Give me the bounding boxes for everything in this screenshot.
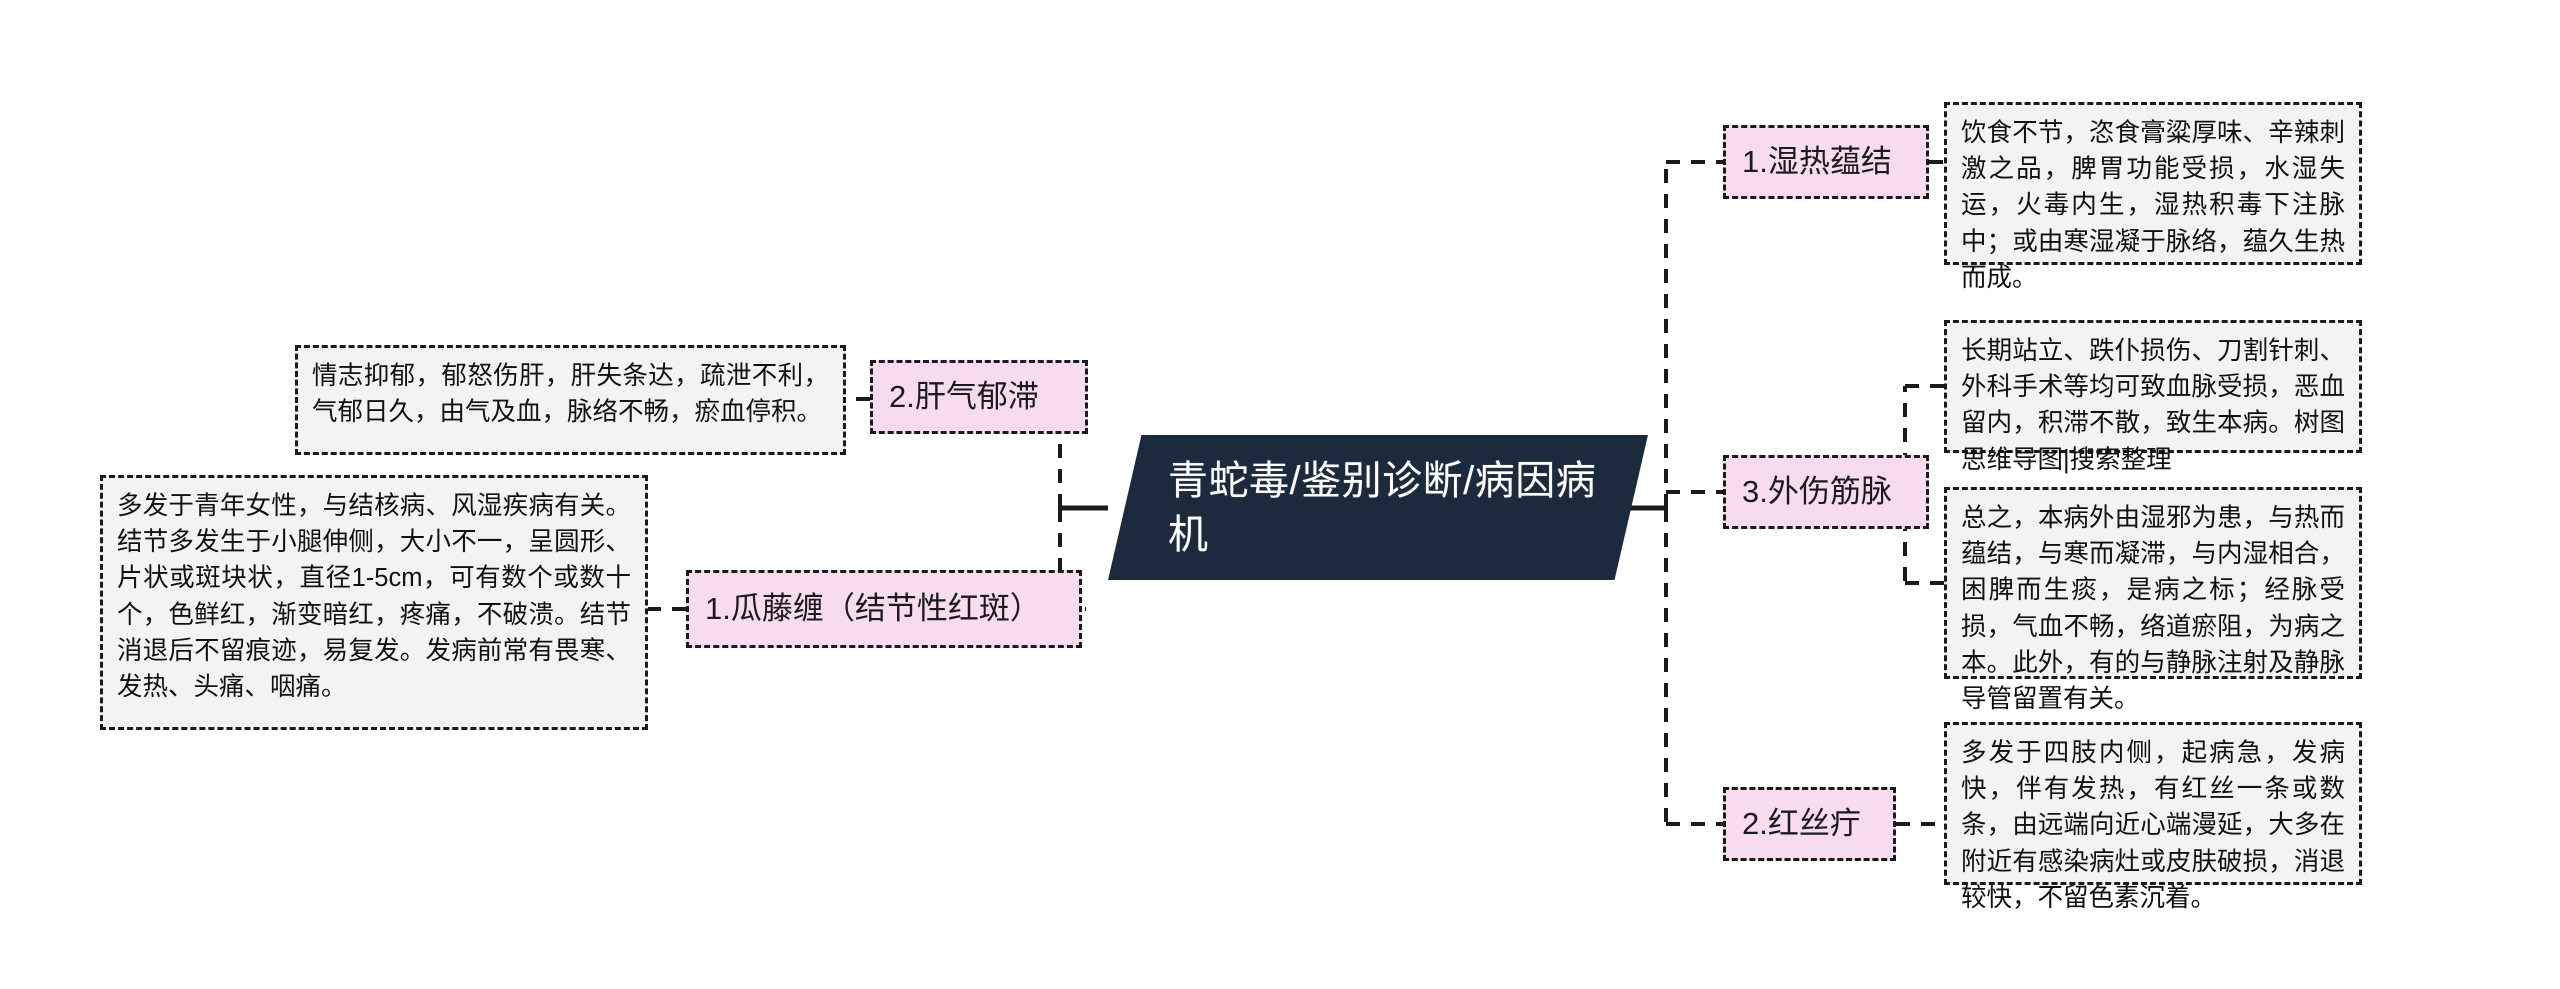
- topic-waishang-jinmai[interactable]: 3.外伤筋脉: [1723, 455, 1929, 529]
- root-node-title: 青蛇毒/鉴别诊断/病因病机: [1168, 458, 1597, 557]
- detail-box-shire-yunjie: 饮食不节，恣食膏粱厚味、辛辣刺激之品，脾胃功能受损，水湿失运，火毒内生，湿热积毒…: [1944, 102, 2362, 292]
- detail-box-guatengchan: 多发于青年女性，与结核病、风湿疾病有关。结节多发生于小腿伸侧，大小不一，呈圆形、…: [100, 475, 648, 730]
- detail-box-waishang-jinmai-1: 长期站立、跌仆损伤、刀割针刺、外科手术等均可致血脉受损，恶血留内，积滞不散，致生…: [1944, 320, 2362, 474]
- topic-hongsi-ding[interactable]: 2.红丝疔: [1723, 787, 1896, 861]
- detail-box-ganqi-yuzhi: 情志抑郁，郁怒伤肝，肝失条达，疏泄不利，气郁日久，由气及血，脉络不畅，瘀血停积。: [295, 345, 846, 455]
- detail-box-waishang-jinmai-2: 总之，本病外由湿邪为患，与热而蕴结，与寒而凝滞，与内湿相合，困脾而生痰，是病之标…: [1944, 487, 2362, 713]
- topic-ganqi-yuzhi[interactable]: 2.肝气郁滞: [870, 360, 1088, 434]
- detail-box-hongsi-ding: 多发于四肢内侧，起病急，发病快，伴有发热，有红丝一条或数条，由远端向近心端漫延，…: [1944, 722, 2362, 912]
- root-node[interactable]: 青蛇毒/鉴别诊断/病因病机: [1108, 435, 1648, 580]
- topic-guatengchan[interactable]: 1.瓜藤缠（结节性红斑）: [686, 570, 1082, 648]
- topic-shire-yunjie[interactable]: 1.湿热蕴结: [1723, 125, 1929, 199]
